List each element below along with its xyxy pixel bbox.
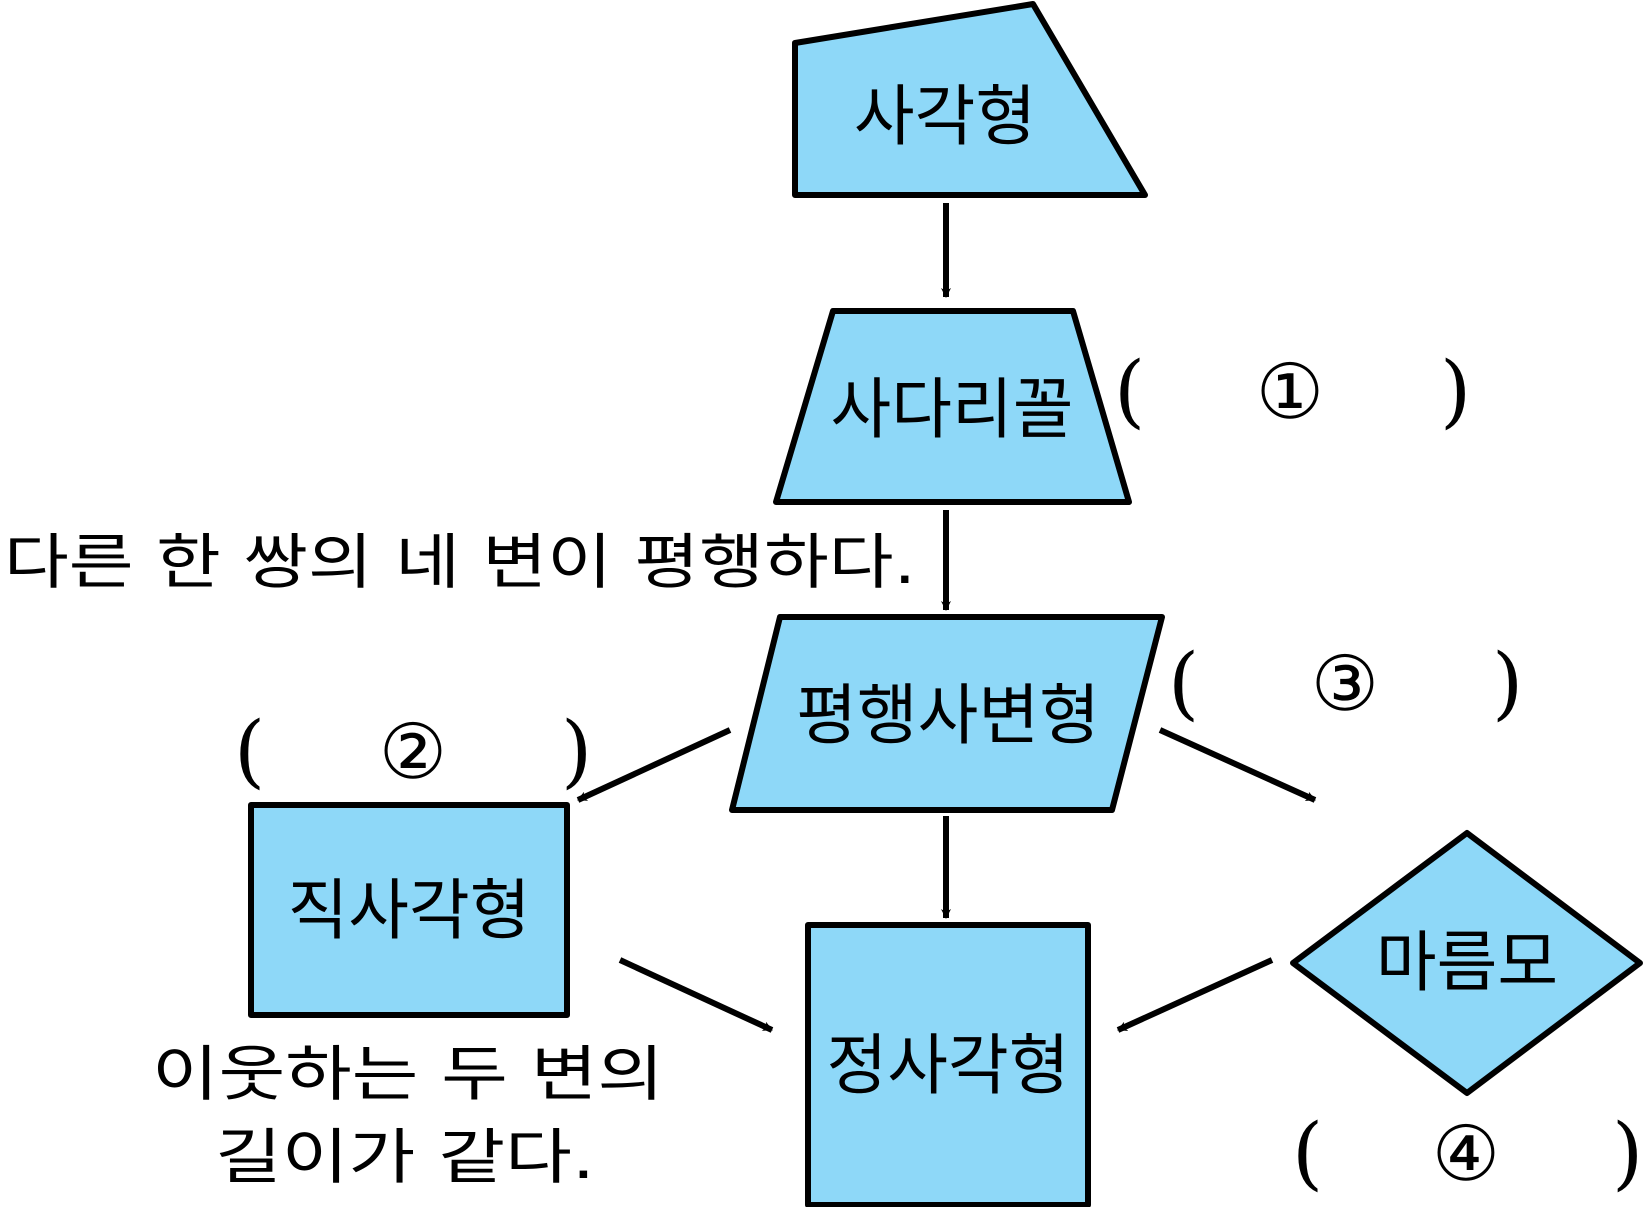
square-label: 정사각형	[827, 1027, 1070, 1104]
blank-1-number: ①	[1256, 347, 1324, 436]
blank-4-close-paren: )	[1612, 1106, 1643, 1199]
square-shape	[805, 922, 1091, 1207]
blank-3-close-paren: )	[1492, 636, 1523, 729]
parallelogram-shape	[729, 614, 1165, 813]
adjacent-sides-note-line1: 이웃하는 두 변의	[152, 1040, 664, 1110]
quadrilateral-label: 사각형	[854, 78, 1036, 155]
blank-1-open-paren: (	[1114, 344, 1145, 437]
arrow-parallelogram-to-rectangle	[576, 727, 732, 803]
arrow-rectangle-to-square	[618, 957, 774, 1033]
adjacent-sides-note-line2: 길이가 같다.	[215, 1123, 595, 1193]
parallelogram-label: 평행사변형	[796, 677, 1100, 754]
trapezoid-shape	[773, 308, 1132, 505]
blank-2-open-paren: (	[234, 704, 265, 797]
arrow-rhombus-to-square	[1116, 957, 1274, 1033]
blank-2-number: ②	[379, 707, 447, 796]
blank-2-close-paren: )	[561, 704, 592, 797]
trapezoid-label: 사다리꼴	[831, 371, 1074, 448]
rectangle-label: 직사각형	[288, 872, 531, 949]
blank-3-open-paren: (	[1168, 636, 1199, 729]
arrow-parallelogram-to-rhombus	[1158, 727, 1317, 803]
rectangle-shape	[248, 802, 570, 1018]
quadrilateral-shape	[792, 1, 1148, 198]
rhombus-label: 마름모	[1376, 924, 1558, 1001]
blank-4-open-paren: (	[1292, 1106, 1323, 1199]
blank-1-close-paren: )	[1440, 344, 1471, 437]
rhombus-shape	[1290, 830, 1643, 1096]
blank-3-number: ③	[1311, 639, 1379, 728]
parallel-sides-note: 다른 한 쌍의 네 변이 평행하다.	[4, 528, 916, 598]
blank-4-number: ④	[1432, 1109, 1500, 1198]
